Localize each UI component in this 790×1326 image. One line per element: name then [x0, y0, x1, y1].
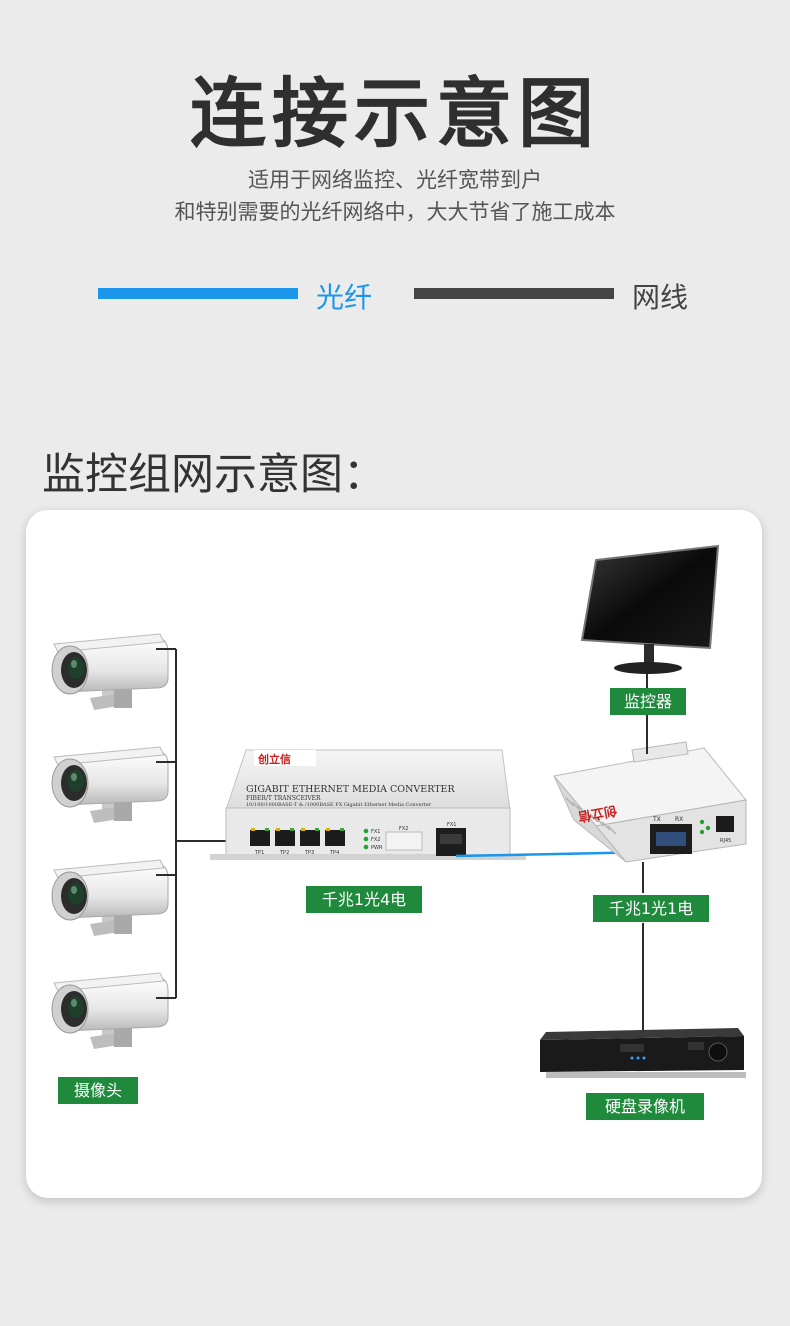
rj45-ports [250, 828, 345, 846]
led-fx2: FX2 [371, 837, 380, 843]
tx-label: TX [652, 816, 661, 823]
tag-monitor: 监控器 [610, 688, 686, 715]
port-label-tp1: TP1 [254, 850, 264, 856]
page-title: 连接示意图 [190, 69, 600, 158]
port-label-tp4: TP4 [329, 850, 339, 856]
tag-cameras: 摄像头 [58, 1077, 138, 1104]
tag-converter-1port: 千兆1光1电 [593, 895, 709, 922]
monitor [580, 544, 720, 674]
camera-2 [51, 746, 169, 824]
network-diagram: 创立信 GIGABIT ETHERNET MEDIA CONVERTER FIB… [51, 544, 747, 1078]
port-label-tp3: TP3 [304, 850, 314, 856]
converter-1port-brand: 创立信 [577, 802, 619, 825]
legend-fiber-swatch [98, 288, 298, 299]
subtitle-line1: 适用于网络监控、光纤宽带到户 [248, 168, 542, 192]
fx2-label: FX2 [399, 826, 408, 832]
nvr-recorder [540, 1028, 746, 1078]
led-fx1: FX1 [371, 829, 380, 835]
legend-cable-label: 网线 [632, 281, 689, 314]
rj45-label: RJ45 [720, 838, 731, 844]
converter-4port-brand: 创立信 [257, 752, 291, 766]
tag-converter-4port: 千兆1光4电 [306, 886, 422, 913]
tag-nvr: 硬盘录像机 [586, 1093, 704, 1120]
converter-4port-line3: 10/100/1000BASE-T & /1000BASE FX Gigabit… [246, 802, 432, 808]
camera-4 [51, 972, 169, 1050]
subtitle-line2: 和特别需要的光纤网络中，大大节省了施工成本 [174, 200, 616, 224]
camera-3 [51, 859, 169, 937]
legend-cable-swatch [414, 288, 614, 299]
converter-1port: 创立信 TX RX RJ45 [553, 741, 747, 863]
converter-4port-line1: GIGABIT ETHERNET MEDIA CONVERTER [246, 784, 455, 795]
port-label-tp2: TP2 [279, 850, 289, 856]
fx1-label: FX1 [447, 822, 456, 828]
section-title: 监控组网示意图： [42, 450, 386, 500]
diagram-card: 创立信 GIGABIT ETHERNET MEDIA CONVERTER FIB… [26, 510, 762, 1198]
converter-4port-line2: FIBER/T TRANSCEIVER [246, 795, 321, 802]
converter-4port: 创立信 GIGABIT ETHERNET MEDIA CONVERTER FIB… [210, 749, 526, 860]
led-pwr: PWR [371, 845, 383, 851]
rx-label: RX [675, 816, 683, 823]
camera-1 [51, 633, 169, 711]
legend-fiber-label: 光纤 [316, 281, 373, 314]
